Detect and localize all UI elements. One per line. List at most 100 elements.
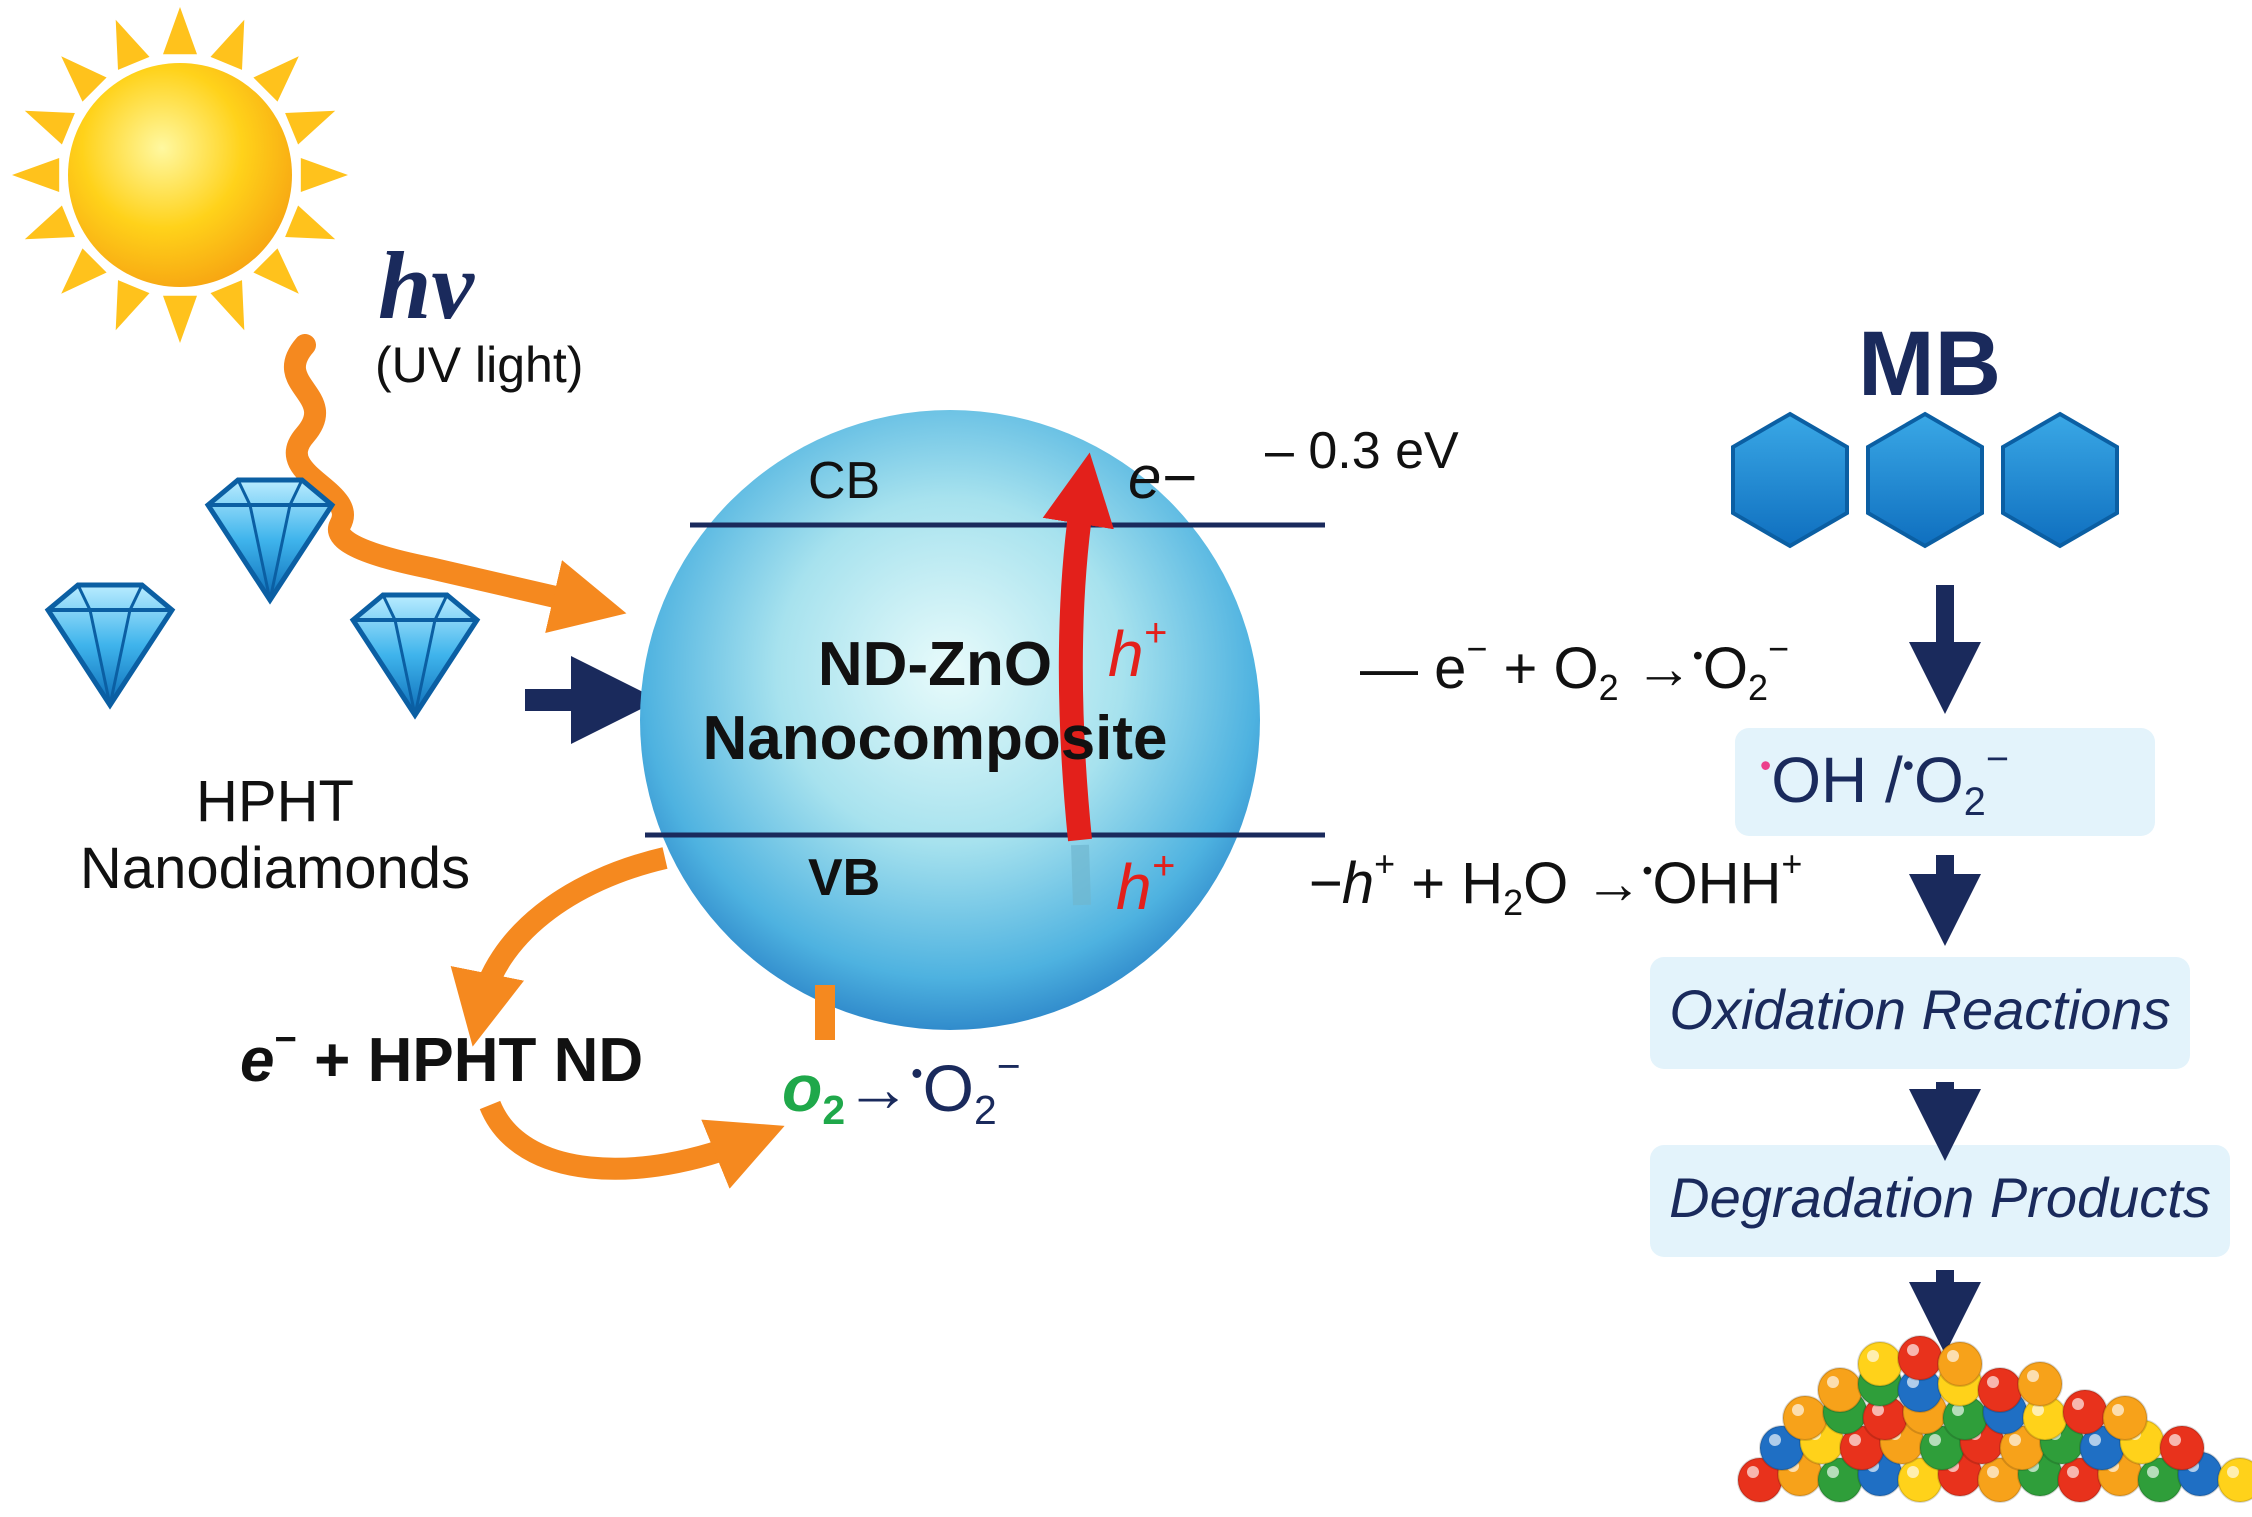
nd-to-oxygen-arrow [479,1100,785,1189]
product-ball-highlight [1872,1404,1884,1416]
nanocomposite-title: ND-ZnO Nanocomposite [655,628,1215,777]
degradation-products-pile-icon [1737,1335,2252,1503]
electron-reaction-part1: — e [1360,636,1467,701]
product-ball [1857,1341,1903,1387]
water-subscript: 2 [1503,881,1524,923]
sun-ray [163,7,197,55]
electron-charge: − [1466,628,1488,670]
sun-ray [24,110,75,145]
product-ball [2102,1395,2148,1441]
sun-ray [285,110,336,145]
product-ball-highlight [2032,1404,2044,1416]
hole-reaction-part3: O → [1523,851,1643,916]
product-ball [2062,1389,2108,1435]
product-ball-highlight [1987,1466,1999,1478]
source-line-2: Nanodiamonds [79,836,471,902]
superoxide-o: O [922,1051,974,1125]
product-ball-highlight [1827,1376,1839,1388]
product-ball-highlight [2169,1434,2181,1446]
radical-dot: • [1642,854,1653,887]
superoxide-subscript: 2 [1748,666,1768,708]
nd-reaction: e− + HPHT ND [240,1020,643,1092]
product-ball-highlight [1929,1434,1941,1446]
superoxide-label-subscript: 2 [1963,779,1986,824]
hole-charge: + [1151,844,1175,889]
radical-dot: • [1902,747,1914,784]
oxidation-box [1650,957,2190,1069]
degradation-label: Degradation Products [1669,1166,2211,1229]
superoxide-label-charge: − [1985,737,2009,782]
electron-reaction-part2: + O [1487,636,1599,701]
nanocomposite-sphere [640,410,1260,1030]
product-ball-highlight [1792,1404,1804,1416]
sun-ray [163,295,197,343]
product-ball-highlight [1907,1466,1919,1478]
hole-reaction-part2: + H [1395,851,1504,916]
product-ball [1937,1341,1983,1387]
hole-trail [1071,844,1091,906]
cb-energy-label: – 0.3 eV [1265,422,1459,480]
sun-icon [12,7,348,343]
product-ball [2217,1457,2252,1503]
radical-dot: • [1692,639,1703,672]
hole-letter: h [1116,851,1152,923]
oxygen-reduction: o2→•O2− [782,1046,1021,1131]
product-ball [1817,1367,1863,1413]
product-ball-highlight [2147,1466,2159,1478]
electron-transfer-arrow [450,847,668,1047]
diamond-icon [349,592,481,720]
diamond-icon [44,582,176,710]
oxygen-subscript: 2 [1598,666,1619,708]
product-ball-highlight [2112,1404,2124,1416]
superoxide-charge: − [1768,628,1789,670]
vb-label: VB [808,849,881,907]
product-ball-highlight [2009,1434,2021,1446]
product-ball-highlight [2089,1434,2101,1446]
product-ball-highlight [1987,1376,1999,1388]
hydroxyl-label: OH / [1771,744,1903,816]
product-ball [2159,1425,2205,1471]
hexagon-icon [1866,411,1984,549]
cb-label: CB [808,452,881,510]
product-ball-highlight [1867,1350,1879,1362]
sun-ray [115,280,150,331]
radical-dot: • [1760,747,1772,784]
radicals-box [1735,728,2155,836]
sun-disc [68,63,292,287]
hole-label-middle: h+ [1108,613,1167,686]
sun-ray [24,205,75,240]
product-ball-highlight [1947,1350,1959,1362]
source-label: HPHT Nanodiamonds [45,768,505,903]
product-ball-highlight [1849,1434,1861,1446]
sun-ray [253,56,299,102]
sun-ray [12,158,60,192]
pollutant-label: MB [1858,313,2002,415]
diamond-icon [204,477,336,605]
hydroxyl-charge: + [1781,843,1803,885]
oxidation-label: Oxidation Reactions [1669,978,2171,1041]
reduction-arrow: → [845,1051,912,1125]
radicals-label: •OH /•O2− [1760,739,2009,821]
product-ball-highlight [2067,1466,2079,1478]
product-ball [1782,1395,1828,1441]
radical-dot: • [911,1054,923,1092]
title-line-1: ND-ZnO [817,630,1053,699]
electron-reaction: — e− + O2 →•O2− [1360,631,1789,705]
hexagon-icon [2001,411,2119,549]
degradation-box [1650,1145,2230,1257]
sun-ray [253,248,299,294]
hole-reaction-part1: −h [1308,851,1375,916]
source-line-1: HPHT [196,769,354,834]
electron-excitation-arrow [1042,452,1114,842]
sun-ray [300,158,348,192]
hydroxyl-product: OHH [1652,851,1782,916]
sun-ray [61,56,107,102]
product-ball-highlight [1952,1404,1964,1416]
hole-reaction: −h+ + H2O →•OHH+ [1308,846,1802,920]
nd-reaction-text: + HPHT ND [296,1026,644,1095]
product-ball-highlight [2227,1466,2239,1478]
sun-ray [210,19,245,70]
product-ball [1977,1367,2023,1413]
nd-electron: e [240,1026,275,1095]
superoxide-o-charge: − [996,1043,1021,1090]
